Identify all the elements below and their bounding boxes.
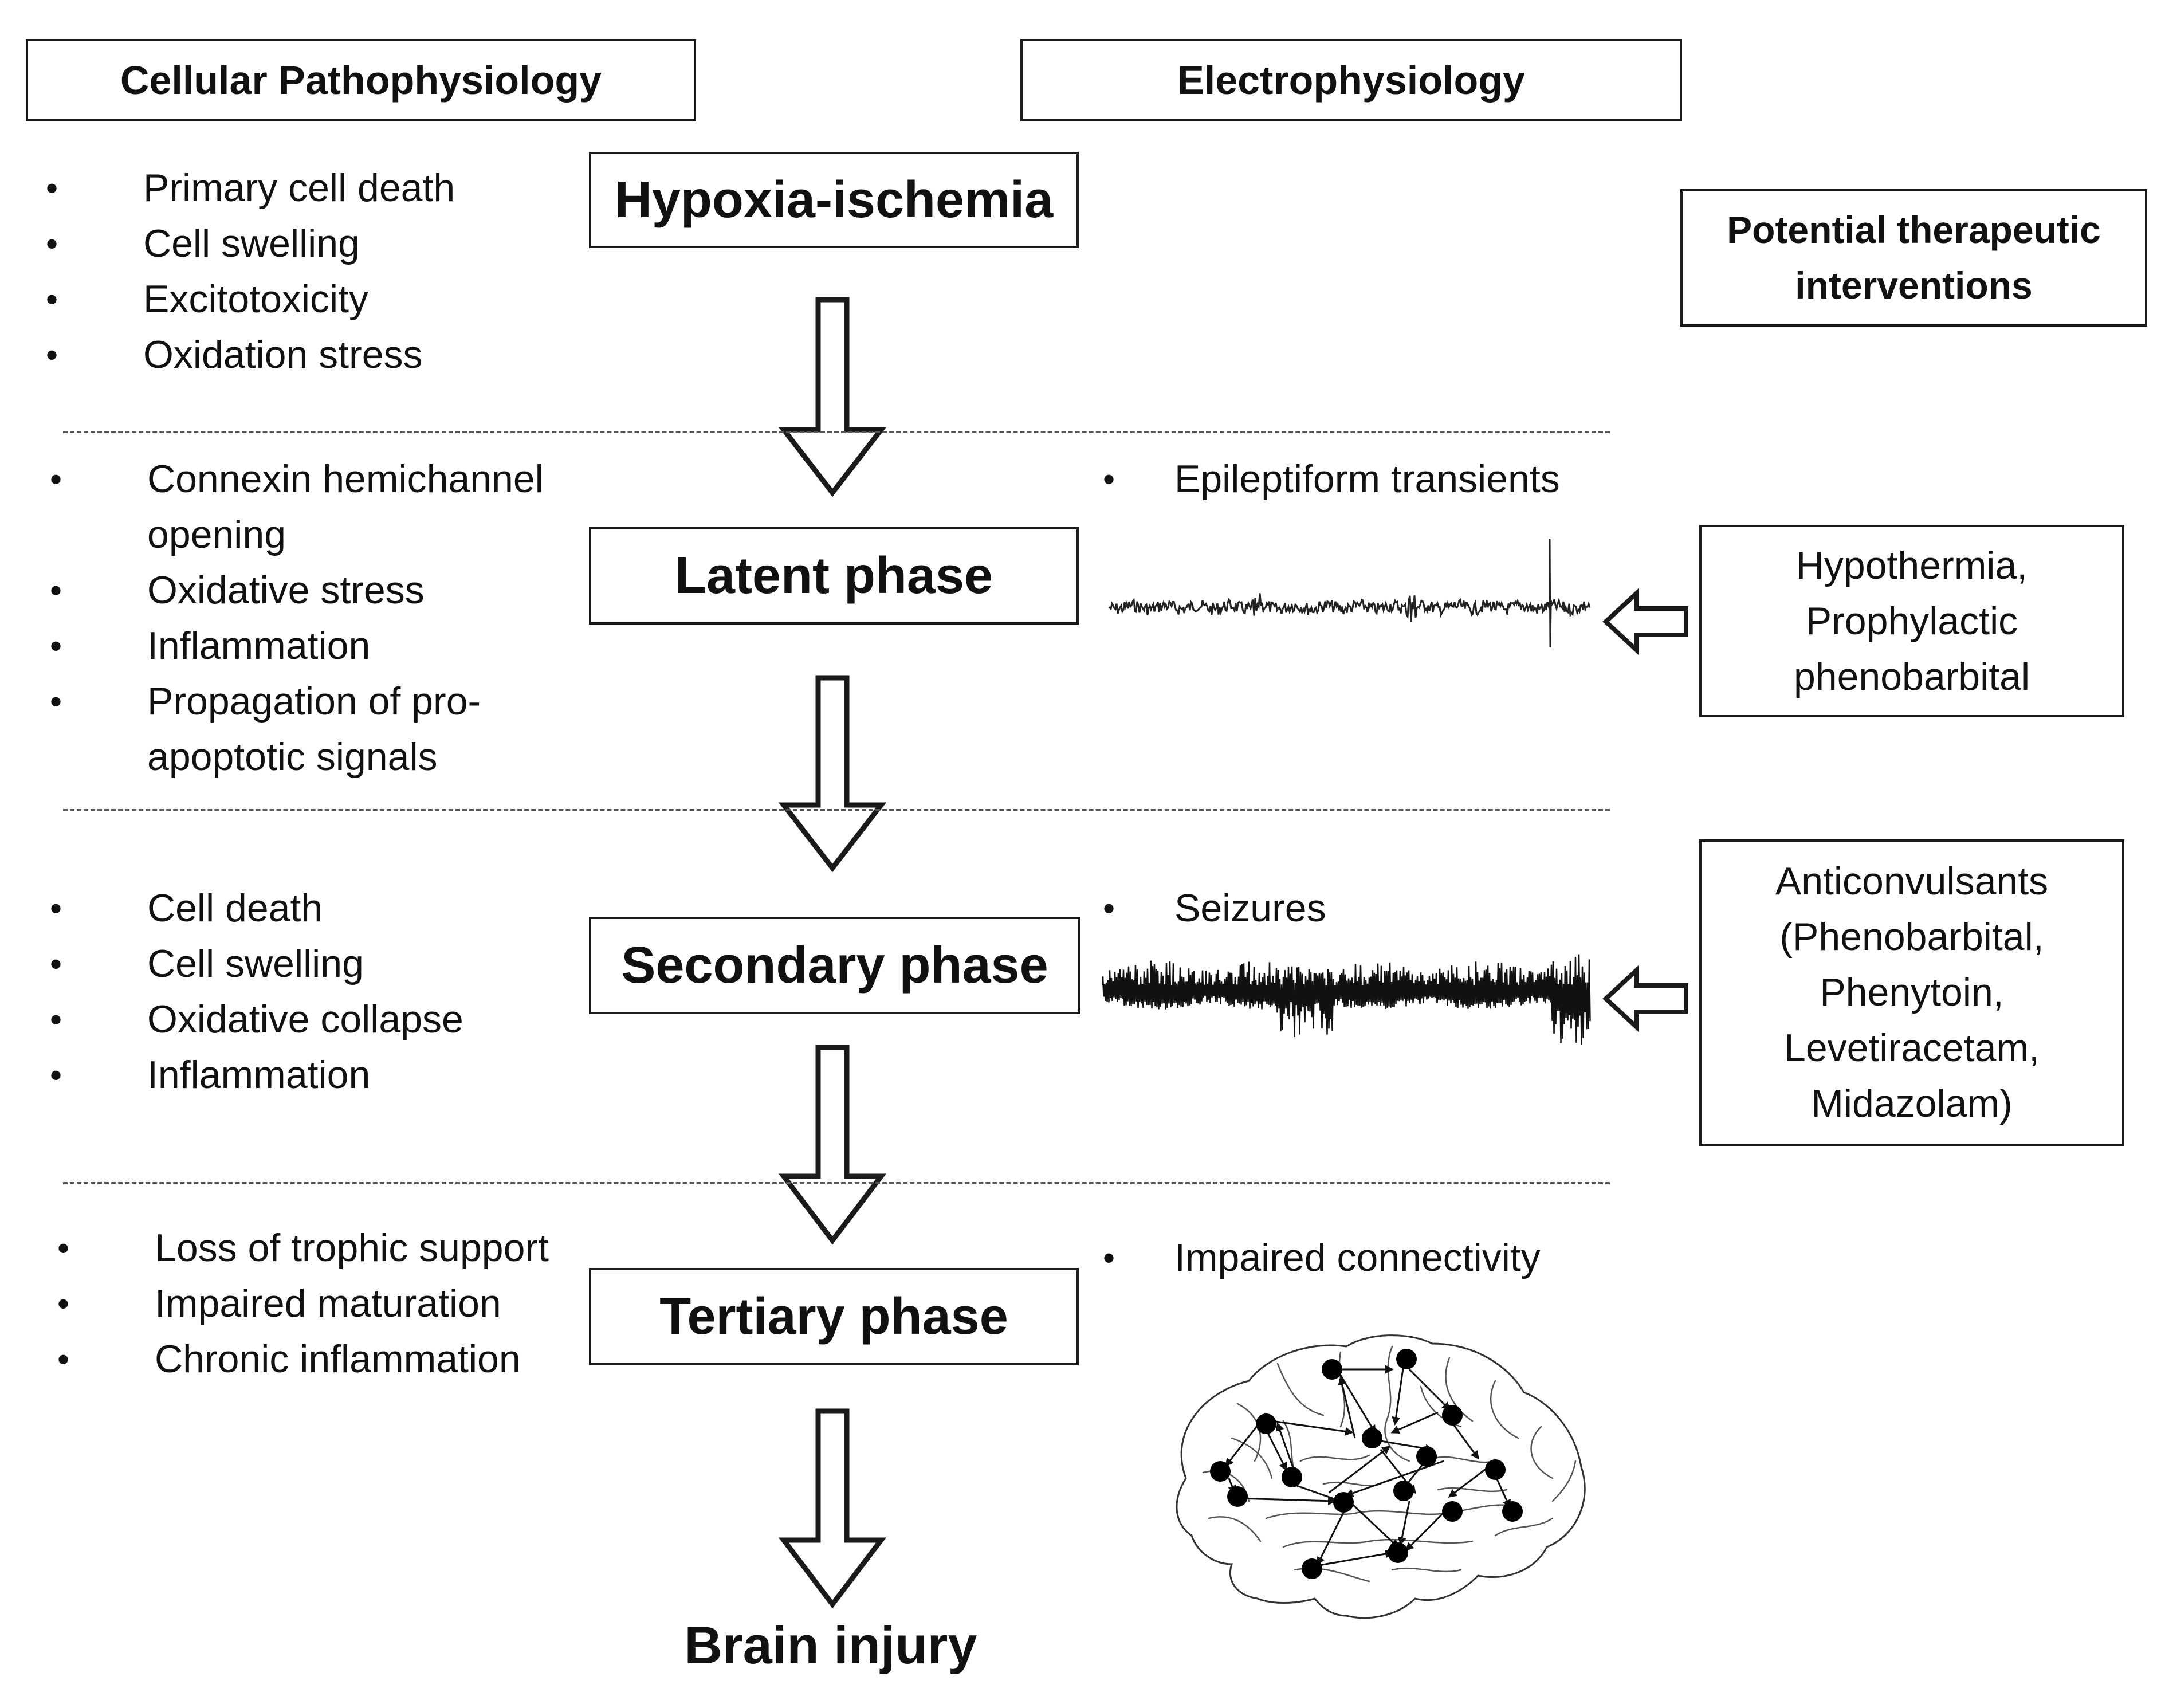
cellular-tertiary-list: Loss of trophic support Impaired maturat… (57, 1220, 561, 1387)
therapy-line: Midazolam) (1811, 1082, 2013, 1125)
list-item: Connexin hemichannel opening (50, 451, 565, 563)
cellular-secondary-list: Cell death Cell swelling Oxidative colla… (50, 881, 565, 1103)
therapy-line: (Phenobarbital, (1779, 915, 2044, 959)
therapy-line: phenobarbital (1793, 654, 2030, 698)
list-item: Cell swelling (46, 216, 561, 272)
list-item: Cell swelling (50, 936, 565, 992)
list-item: Excitotoxicity (46, 272, 561, 327)
hypoxia-ischemia-label: Hypoxia-ischemia (614, 171, 1054, 229)
separator-line (63, 1182, 1610, 1184)
therapy-secondary-box: Anticonvulsants (Phenobarbital, Phenytoi… (1699, 839, 2124, 1146)
cellular-latent-list: Connexin hemichannel opening Oxidative s… (50, 451, 565, 785)
latent-phase-box: Latent phase (589, 527, 1079, 625)
header-therapeutic-label: Potential therapeutic interventions (1727, 209, 2101, 307)
list-item: Oxidative stress (50, 563, 565, 618)
therapy-line: Phenytoin, (1820, 971, 2004, 1014)
down-arrow-icon (778, 297, 887, 497)
left-arrow-icon (1602, 965, 1688, 1032)
secondary-phase-label: Secondary phase (621, 936, 1048, 994)
list-item: Primary cell death (46, 160, 561, 216)
electro-tertiary-label: Impaired connectivity (1103, 1230, 1541, 1286)
header-electrophysiology: Electrophysiology (1020, 39, 1682, 121)
brain-injury-outcome: Brain injury (684, 1616, 977, 1675)
header-cellular-label: Cellular Pathophysiology (120, 58, 602, 103)
down-arrow-icon (778, 1045, 887, 1245)
therapy-line: Hypothermia, (1795, 543, 2028, 587)
list-item: Oxidative collapse (50, 992, 565, 1047)
secondary-phase-box: Secondary phase (589, 917, 1080, 1014)
epileptiform-transients-eeg-trace (1108, 538, 1591, 648)
list-item: Oxidation stress (46, 327, 561, 383)
latent-phase-label: Latent phase (674, 547, 993, 604)
header-cellular-pathophysiology: Cellular Pathophysiology (26, 39, 696, 121)
hypoxia-ischemia-box: Hypoxia-ischemia (589, 152, 1079, 248)
header-therapeutic-interventions: Potential therapeutic interventions (1680, 189, 2147, 327)
cellular-hypoxia-list: Primary cell death Cell swelling Excitot… (46, 160, 561, 383)
header-electro-label: Electrophysiology (1177, 58, 1525, 103)
list-item: Cell death (50, 881, 565, 936)
down-arrow-icon (778, 675, 887, 873)
left-arrow-icon (1602, 588, 1688, 655)
list-item: Loss of trophic support (57, 1220, 561, 1276)
seizure-eeg-trace (1102, 954, 1591, 1045)
list-item: Impaired maturation (57, 1276, 561, 1332)
separator-line (63, 431, 1610, 433)
electro-latent-label: Epileptiform transients (1103, 451, 1560, 507)
electro-secondary-label: Seizures (1103, 881, 1326, 936)
separator-line (63, 809, 1610, 811)
list-item: Chronic inflammation (57, 1332, 561, 1387)
therapy-line: Anticonvulsants (1775, 859, 2049, 903)
down-arrow-icon (778, 1408, 887, 1609)
therapy-line: Levetiracetam, (1784, 1026, 2040, 1070)
tertiary-phase-label: Tertiary phase (659, 1287, 1008, 1345)
list-item: Inflammation (50, 1047, 565, 1103)
list-item: Inflammation (50, 618, 565, 674)
therapy-latent-box: Hypothermia, Prophylactic phenobarbital (1699, 525, 2124, 717)
list-item: Propagation of pro-apoptotic signals (50, 674, 565, 785)
therapy-line: Prophylactic (1805, 599, 2018, 643)
tertiary-phase-box: Tertiary phase (589, 1268, 1079, 1365)
brain-network-icon (1176, 1334, 1586, 1619)
